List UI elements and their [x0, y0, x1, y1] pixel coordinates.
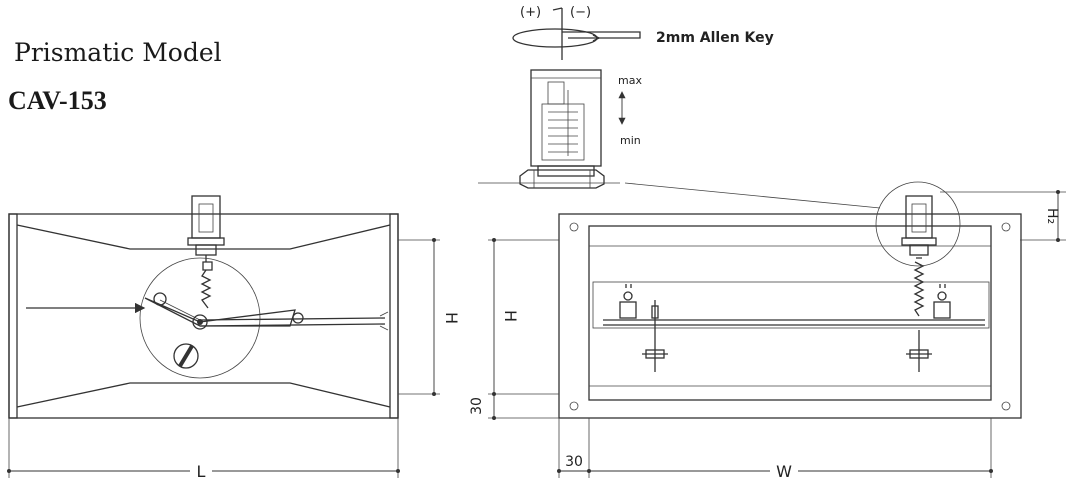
h2-label: H₂ [1044, 208, 1060, 224]
blade-lever [144, 297, 296, 327]
front-width-label: W [776, 462, 792, 481]
detail-leader-line [624, 182, 881, 209]
front-flange-label-vertical: 30 [469, 397, 485, 415]
allen-key-label: 2mm Allen Key [656, 30, 774, 46]
allen-key-icon [552, 7, 641, 60]
front-flange-label-horizontal: 30 [565, 454, 583, 470]
front-view: H₂ H 30 30 W [469, 181, 1066, 481]
spring-icon [200, 269, 212, 309]
bolt-hole [1001, 401, 1011, 411]
adjust-knob-icon [173, 343, 199, 369]
detail-callout-circle [875, 181, 961, 267]
bolt-hole [1001, 222, 1011, 232]
adjustment-detail: (+) (−) 2mm Allen Key max min [478, 5, 881, 209]
bolt-hole [569, 401, 579, 411]
side-height-label: H [442, 312, 461, 324]
front-spring-icon [913, 257, 925, 317]
rotate-minus-label: (−) [570, 5, 591, 20]
side-view: H L [7, 195, 461, 481]
range-max-label: max [618, 74, 642, 87]
side-length-label: L [197, 462, 206, 481]
front-height-label: H [501, 310, 520, 322]
range-min-label: min [620, 134, 641, 147]
bolt-hole [569, 222, 579, 232]
model-code: CAV-153 [8, 86, 107, 115]
front-view-frame [558, 213, 1022, 419]
product-title: Prismatic Model [14, 38, 222, 67]
rotate-plus-label: (+) [520, 5, 541, 20]
damper-blade [592, 281, 990, 329]
damper-disc [139, 257, 261, 379]
